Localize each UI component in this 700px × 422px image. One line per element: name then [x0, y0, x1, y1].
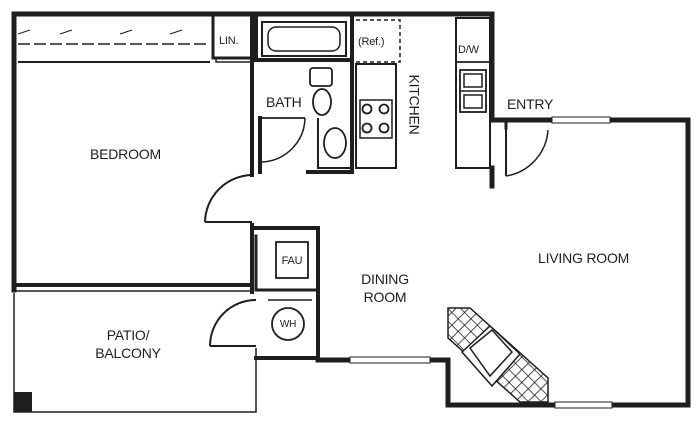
patio-label-line2: BALCONY	[95, 345, 161, 361]
entry-door	[490, 118, 549, 177]
toilet	[309, 67, 333, 116]
bath-label: BATH	[266, 94, 302, 110]
dining-room-label-line1: DINING	[361, 271, 409, 287]
bedroom-closet	[17, 29, 210, 63]
linen-closet-label: LIN.	[219, 35, 239, 47]
windows	[349, 116, 613, 409]
dining-room-label-line2: ROOM	[363, 289, 407, 305]
bathtub	[261, 21, 347, 57]
outer-walls	[11, 11, 691, 408]
linen-closet	[215, 58, 252, 63]
fireplace	[447, 307, 549, 403]
fau-label: FAU	[281, 255, 303, 267]
water-heater-label: WH	[279, 319, 297, 330]
refrigerator-label: (Ref.)	[358, 36, 385, 48]
bath-door	[261, 117, 306, 163]
patio-label-line1: PATIO/	[106, 327, 150, 343]
vanity	[317, 118, 350, 169]
bedroom-door	[204, 174, 253, 223]
living-room-label: LIVING ROOM	[538, 250, 630, 266]
bath-walls	[254, 14, 354, 174]
utility-closets	[254, 226, 320, 362]
bedroom-label: BEDROOM	[90, 146, 161, 162]
bedroom-walls	[12, 14, 254, 294]
kitchen	[355, 17, 491, 169]
kitchen-label: KITCHEN	[406, 74, 423, 135]
entry-label: ENTRY	[507, 96, 554, 112]
dishwasher-label: D/W	[458, 44, 479, 56]
patio-walls	[13, 293, 320, 413]
